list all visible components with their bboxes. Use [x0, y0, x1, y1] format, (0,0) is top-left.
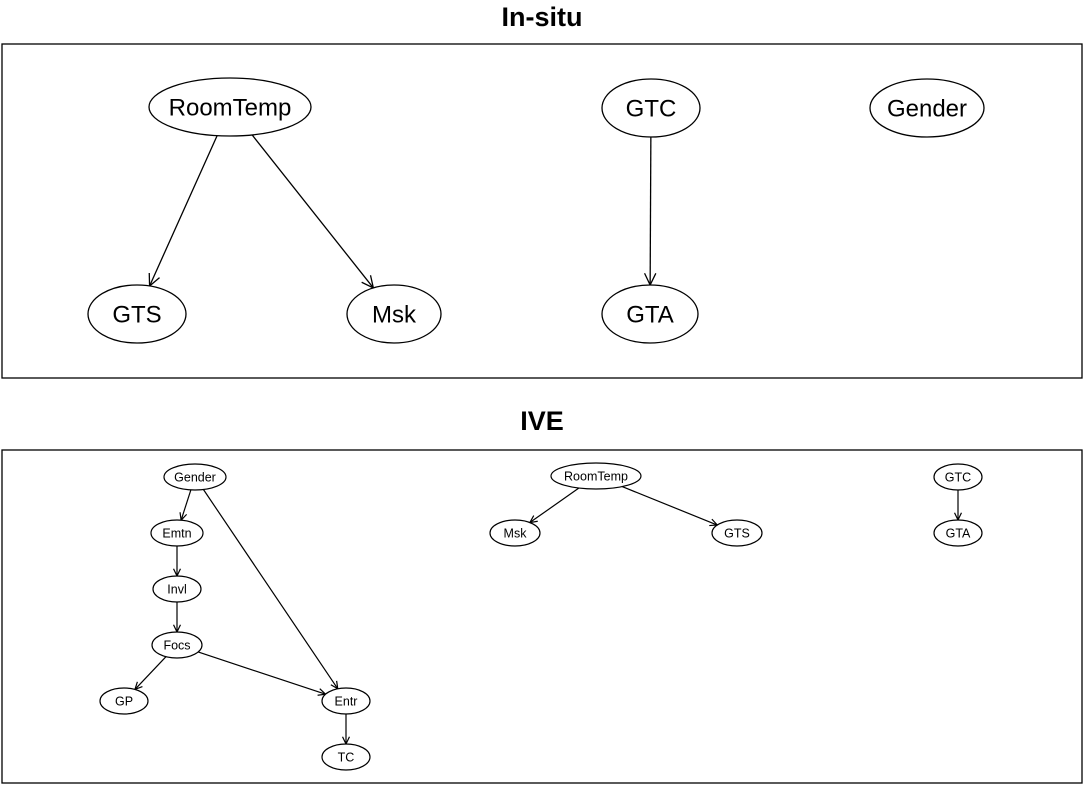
- edge-ive-gender-to-emtn: [179, 489, 192, 522]
- node-ive-msk: Msk: [489, 519, 541, 547]
- edge-ive-invl-to-focs: [172, 602, 182, 634]
- node-in-situ-roomtemp: RoomTemp: [148, 77, 312, 137]
- node-label: GTC: [945, 471, 971, 485]
- node-label: Gender: [887, 96, 967, 123]
- edge-ive-emtn-to-invl: [172, 546, 182, 578]
- node-ellipse: [151, 631, 203, 659]
- edge-in-situ-roomtemp-to-msk: [251, 134, 375, 290]
- node-ive-invl: Invl: [152, 575, 202, 603]
- node-label: GTS: [112, 302, 161, 329]
- node-label: Invl: [167, 583, 186, 597]
- node-label: RoomTemp: [169, 95, 292, 122]
- node-ellipse: [321, 687, 371, 715]
- node-ive-gta: GTA: [933, 519, 983, 547]
- node-ellipse: [148, 77, 312, 137]
- node-label: GP: [115, 695, 133, 709]
- node-ellipse: [150, 519, 204, 547]
- node-ellipse: [869, 78, 985, 138]
- node-ellipse: [346, 284, 442, 344]
- node-in-situ-gta: GTA: [601, 284, 699, 344]
- edge-ive-roomtemp-to-msk: [528, 487, 580, 524]
- panel-frame-in-situ: [1, 43, 1083, 379]
- node-label: GTA: [626, 302, 674, 329]
- node-label: Emtn: [162, 527, 191, 541]
- node-label: GTS: [724, 527, 750, 541]
- node-label: RoomTemp: [564, 470, 628, 484]
- panel-frame-ive: [1, 449, 1083, 784]
- node-ellipse: [933, 519, 983, 547]
- node-label: GTC: [626, 96, 677, 123]
- node-ive-gtc: GTC: [933, 463, 983, 491]
- edge-ive-focs-to-entr: [197, 651, 327, 696]
- node-ellipse: [87, 284, 187, 344]
- node-ive-focs: Focs: [151, 631, 203, 659]
- node-label: TC: [338, 751, 355, 765]
- node-ellipse: [321, 743, 371, 771]
- node-ellipse: [489, 519, 541, 547]
- node-label: Entr: [335, 695, 358, 709]
- node-ive-roomtemp: RoomTemp: [550, 462, 642, 490]
- node-ive-gp: GP: [99, 687, 149, 715]
- edge-ive-gender-to-entr: [202, 489, 339, 690]
- node-ellipse: [152, 575, 202, 603]
- node-ive-gender: Gender: [163, 463, 227, 491]
- edge-ive-gtc-to-gta: [953, 490, 963, 522]
- node-ellipse: [933, 463, 983, 491]
- edge-ive-focs-to-gp: [133, 656, 167, 691]
- node-label: Msk: [504, 527, 528, 541]
- edge-ive-roomtemp-to-gts: [621, 486, 719, 527]
- node-label: Focs: [163, 639, 190, 653]
- node-ive-gts: GTS: [711, 519, 763, 547]
- node-in-situ-gtc: GTC: [601, 78, 701, 138]
- edge-in-situ-roomtemp-to-gts: [148, 135, 218, 288]
- node-in-situ-gts: GTS: [87, 284, 187, 344]
- panel-title-in-situ: In-situ: [501, 2, 583, 32]
- node-ellipse: [99, 687, 149, 715]
- node-label: GTA: [946, 527, 971, 541]
- node-ellipse: [601, 78, 701, 138]
- node-ellipse: [711, 519, 763, 547]
- panel-title-ive: IVE: [520, 406, 564, 436]
- node-label: Gender: [174, 471, 216, 485]
- node-in-situ-msk: Msk: [346, 284, 442, 344]
- node-label: Msk: [372, 302, 417, 329]
- node-ive-entr: Entr: [321, 687, 371, 715]
- edge-ive-entr-to-tc: [341, 714, 351, 746]
- node-in-situ-gender: Gender: [869, 78, 985, 138]
- edge-in-situ-gtc-to-gta: [643, 136, 657, 287]
- node-ive-emtn: Emtn: [150, 519, 204, 547]
- node-ellipse: [163, 463, 227, 491]
- node-ellipse: [550, 462, 642, 490]
- node-ellipse: [601, 284, 699, 344]
- node-ive-tc: TC: [321, 743, 371, 771]
